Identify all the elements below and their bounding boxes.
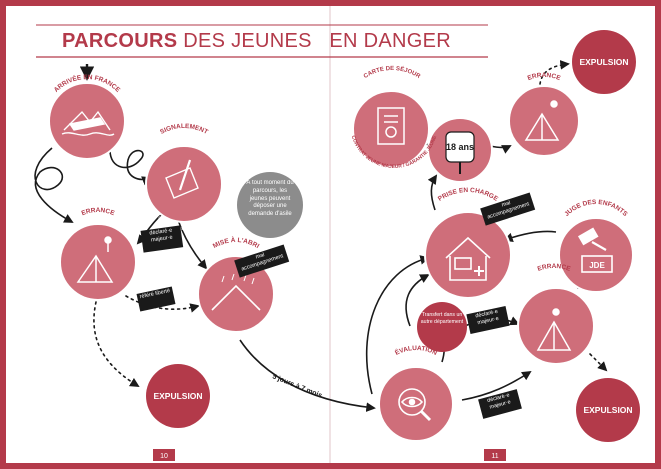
expulsion-top: EXPULSION bbox=[572, 30, 636, 94]
path-transfert-prise bbox=[405, 274, 430, 327]
expulsion-bottom-circle bbox=[576, 378, 640, 442]
info-note: À tout moment du parcours, les jeunes pe… bbox=[237, 172, 303, 238]
errance-left-label: ERRANCE bbox=[81, 207, 117, 217]
info-circle bbox=[237, 172, 303, 238]
carte-sejour-label: CARTE DE SÉJOUR bbox=[363, 65, 422, 81]
expulsion-bottom: EXPULSION bbox=[576, 378, 640, 442]
node-errance-top: ERRANCE bbox=[508, 72, 580, 157]
path-errance-expulsion bbox=[93, 301, 140, 387]
gavel-icon bbox=[577, 227, 613, 273]
expulsion-left-label: EXPULSION bbox=[153, 391, 202, 401]
errance-bottom-label: ERRANCE bbox=[537, 263, 572, 273]
node-errance-left: ERRANCE bbox=[59, 207, 137, 301]
node-18-ans: 18 ans bbox=[427, 117, 493, 183]
expulsion-top-label: EXPULSION bbox=[579, 57, 628, 67]
path-signalement-errance bbox=[136, 213, 163, 245]
info-text: À tout moment du parcours, les jeunes pe… bbox=[246, 180, 294, 218]
juge-circle bbox=[558, 217, 634, 293]
errance-top-label: ERRANCE bbox=[527, 72, 562, 82]
juge-label: JUGE DES ENFANTS bbox=[563, 199, 629, 219]
tent-icon bbox=[76, 236, 114, 283]
node-errance-bottom: ERRANCE bbox=[517, 263, 595, 365]
prise-charge-circle bbox=[424, 211, 512, 299]
transfert-label: Transfert dans un autre département bbox=[420, 312, 464, 325]
node-juge: JUGE DES ENFANTS JDE bbox=[558, 199, 634, 293]
page-number-right: 11 bbox=[491, 453, 498, 460]
page-title: PARCOURS DES JEUNES EN DANGER bbox=[62, 30, 452, 52]
path-signalement-abri bbox=[177, 219, 208, 270]
expulsion-top-circle bbox=[572, 30, 636, 94]
connectors bbox=[34, 60, 608, 412]
boat-icon bbox=[61, 110, 115, 136]
page-number-left-bg bbox=[153, 449, 175, 461]
eye-magnifier-icon bbox=[398, 388, 432, 422]
path-arrivee-signalement bbox=[109, 149, 152, 186]
mise-abri-circle bbox=[197, 255, 275, 333]
path-errance-abri bbox=[125, 295, 200, 313]
tag-refere-liberte: référé liberté bbox=[136, 286, 176, 312]
node-signalement: SIGNALEMENT commissariat ou association bbox=[145, 123, 223, 232]
path-prise-age bbox=[427, 174, 438, 211]
expulsion-left-circle bbox=[146, 364, 210, 428]
node-evaluation: ÉVALUATION bbox=[378, 345, 454, 442]
age-label: 18 ans bbox=[446, 142, 474, 152]
tag-mal-accompagnement-right: mal accompagnement bbox=[480, 192, 536, 226]
node-arrivee: ARRIVÉE EN FRANCE bbox=[48, 73, 126, 160]
evaluation-circle bbox=[378, 366, 454, 442]
node-carte-sejour: CARTE DE SÉJOUR CONTRAT JEUNE MAJEUR / G… bbox=[350, 65, 439, 170]
signalement-circle bbox=[145, 145, 223, 223]
path-errance-expulsion-top bbox=[539, 60, 570, 85]
expulsion-left: EXPULSION bbox=[146, 364, 210, 428]
path-age-errance bbox=[489, 145, 512, 154]
path-arrivee-errance bbox=[34, 147, 74, 223]
house-icon bbox=[445, 236, 491, 281]
tent-icon bbox=[524, 100, 560, 141]
node-transfert: Transfert dans un autre département bbox=[417, 302, 467, 352]
tag-declare-majeur-bottom: déclaré·e majeur·e bbox=[478, 389, 522, 419]
path-evaluation-prise bbox=[365, 255, 430, 395]
path-errance-expulsion-bottom bbox=[589, 353, 608, 372]
tag-mal-accompagnement-left: mal accompagnement bbox=[234, 244, 290, 278]
errance-left-circle bbox=[59, 223, 137, 301]
node-mise-abri: MISE À L'ABRI bbox=[197, 235, 275, 333]
tent-icon bbox=[536, 308, 572, 351]
shelter-icon bbox=[211, 273, 261, 311]
juge-sign: JDE bbox=[589, 261, 605, 270]
path-juge-prise bbox=[503, 230, 557, 242]
signalement-label: SIGNALEMENT bbox=[159, 123, 209, 136]
writing-icon bbox=[165, 159, 199, 199]
path-evaluation-errance bbox=[461, 370, 532, 401]
errance-top-circle bbox=[508, 85, 580, 157]
transfert-circle bbox=[417, 302, 467, 352]
carte-sejour-circle bbox=[352, 90, 430, 168]
mise-abri-label: MISE À L'ABRI bbox=[212, 235, 261, 250]
tag-declare-majeur-left: déclaré·e majeur·e bbox=[140, 225, 184, 253]
expulsion-bottom-label: EXPULSION bbox=[583, 405, 632, 415]
document-icon bbox=[377, 107, 405, 145]
duration-label: 5 jours à 7 mois bbox=[271, 373, 323, 399]
page-number-left: 10 bbox=[160, 453, 168, 460]
tag-declare-majeur-mid: déclaré·e majeur·e bbox=[466, 306, 510, 334]
page-number-right-bg bbox=[484, 449, 506, 461]
prise-charge-label: PRISE EN CHARGE bbox=[437, 187, 500, 203]
path-abri-evaluation bbox=[239, 339, 376, 412]
